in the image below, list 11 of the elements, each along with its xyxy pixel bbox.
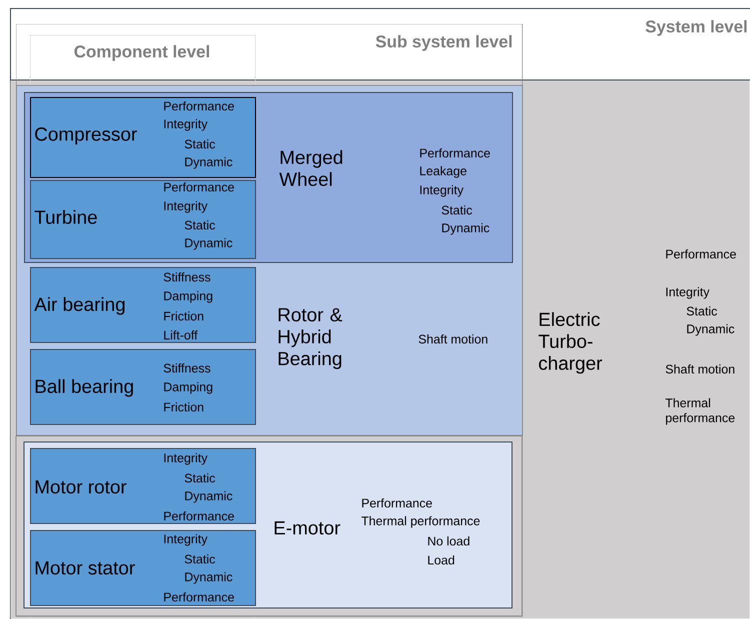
box: Motor stator Integrity Static Dynamic Performance bbox=[30, 530, 256, 606]
box: Turbine Performance Integrity Static Dynamic bbox=[30, 180, 256, 259]
box: Compressor Performance Integrity Static Dynamic bbox=[30, 96, 256, 178]
node-label: No load bbox=[428, 536, 470, 546]
box: Motor rotor Integrity Static Dynamic Performance bbox=[30, 448, 256, 524]
node-label: Thermal performance bbox=[361, 516, 480, 528]
node-label: Load bbox=[428, 555, 454, 565]
node-label: Performance bbox=[362, 498, 432, 508]
box: Ball bearing Stiffness Damping Friction bbox=[30, 348, 256, 425]
box: Air bearing Stiffness Damping Friction Lift-off bbox=[30, 266, 256, 343]
node-label: E-motor bbox=[274, 521, 340, 535]
